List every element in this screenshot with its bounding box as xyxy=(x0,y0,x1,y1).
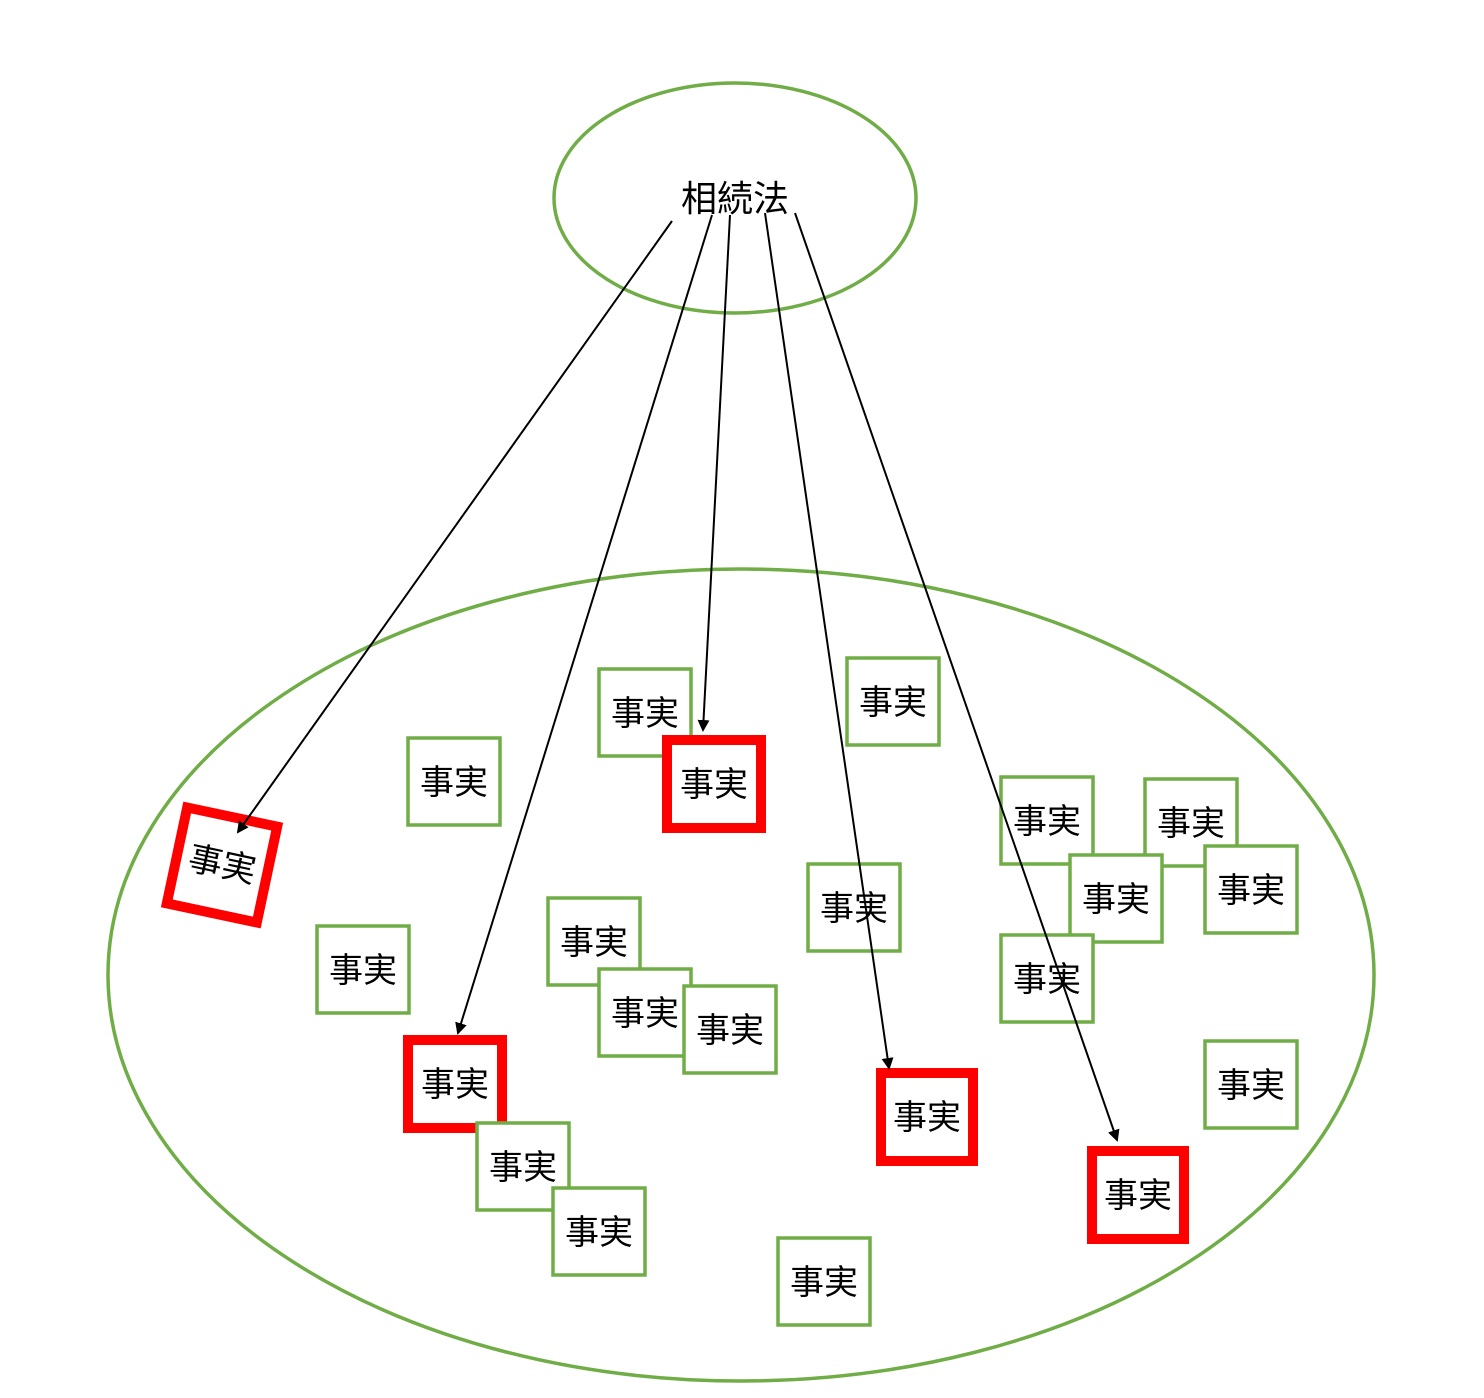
fact-label: 事実 xyxy=(1082,880,1150,920)
fact-label: 事実 xyxy=(1217,1066,1285,1106)
fact-label: 事実 xyxy=(560,923,628,963)
arrow-law-to-f3 xyxy=(236,220,673,834)
fact-label: 事実 xyxy=(565,1213,633,1253)
arrow-law-to-f24 xyxy=(794,212,1120,1142)
fact-box: 事実 xyxy=(1203,844,1299,935)
fact-box: 事実 xyxy=(1068,853,1164,944)
law-label: 相続法 xyxy=(681,179,789,220)
fact-box: 事実 xyxy=(406,736,502,827)
fact-box: 事実 xyxy=(776,1236,872,1327)
fact-label: 事実 xyxy=(1104,1176,1172,1216)
fact-box: 事実 xyxy=(1087,1146,1189,1244)
fact-label: 事実 xyxy=(420,763,488,803)
fact-box: 事実 xyxy=(999,775,1095,866)
law-ellipse xyxy=(552,81,918,315)
fact-label: 事実 xyxy=(1013,960,1081,1000)
fact-label: 事実 xyxy=(680,765,748,805)
fact-box: 事実 xyxy=(315,924,411,1015)
fact-label: 事実 xyxy=(1157,804,1225,844)
fact-box: 事実 xyxy=(876,1068,978,1166)
fact-box: 事実 xyxy=(160,801,284,929)
fact-box: 事実 xyxy=(551,1186,647,1277)
fact-box: 事実 xyxy=(682,984,778,1075)
fact-box: 事実 xyxy=(546,896,642,987)
fact-label: 事実 xyxy=(611,994,679,1034)
fact-box: 事実 xyxy=(662,735,766,833)
fact-label: 事実 xyxy=(790,1263,858,1303)
fact-label: 事実 xyxy=(1217,871,1285,911)
arrow-law-to-f14 xyxy=(455,214,713,1035)
fact-label: 事実 xyxy=(421,1065,489,1105)
fact-box: 事実 xyxy=(999,933,1095,1024)
fact-label: 事実 xyxy=(1013,802,1081,842)
fact-label: 事実 xyxy=(696,1011,764,1051)
arrow-law-to-f18 xyxy=(764,212,894,1070)
fact-label: 事実 xyxy=(859,683,927,723)
fact-label: 事実 xyxy=(329,951,397,991)
fact-label: 事実 xyxy=(820,889,888,929)
fact-label: 事実 xyxy=(489,1148,557,1188)
arrows-layer xyxy=(236,212,1120,1142)
fact-box: 事実 xyxy=(845,656,941,747)
facts-ellipse xyxy=(106,567,1376,1383)
fact-box: 事実 xyxy=(597,967,693,1058)
facts-layer: 事実 事実 事実 事実 事実 事実 xyxy=(160,656,1299,1327)
fact-box: 事実 xyxy=(403,1035,507,1133)
fact-box: 事実 xyxy=(806,862,902,953)
arrow-law-to-f5 xyxy=(697,214,731,732)
fact-label: 事実 xyxy=(611,694,679,734)
fact-label: 事実 xyxy=(893,1098,961,1138)
fact-box: 事実 xyxy=(1203,1039,1299,1130)
